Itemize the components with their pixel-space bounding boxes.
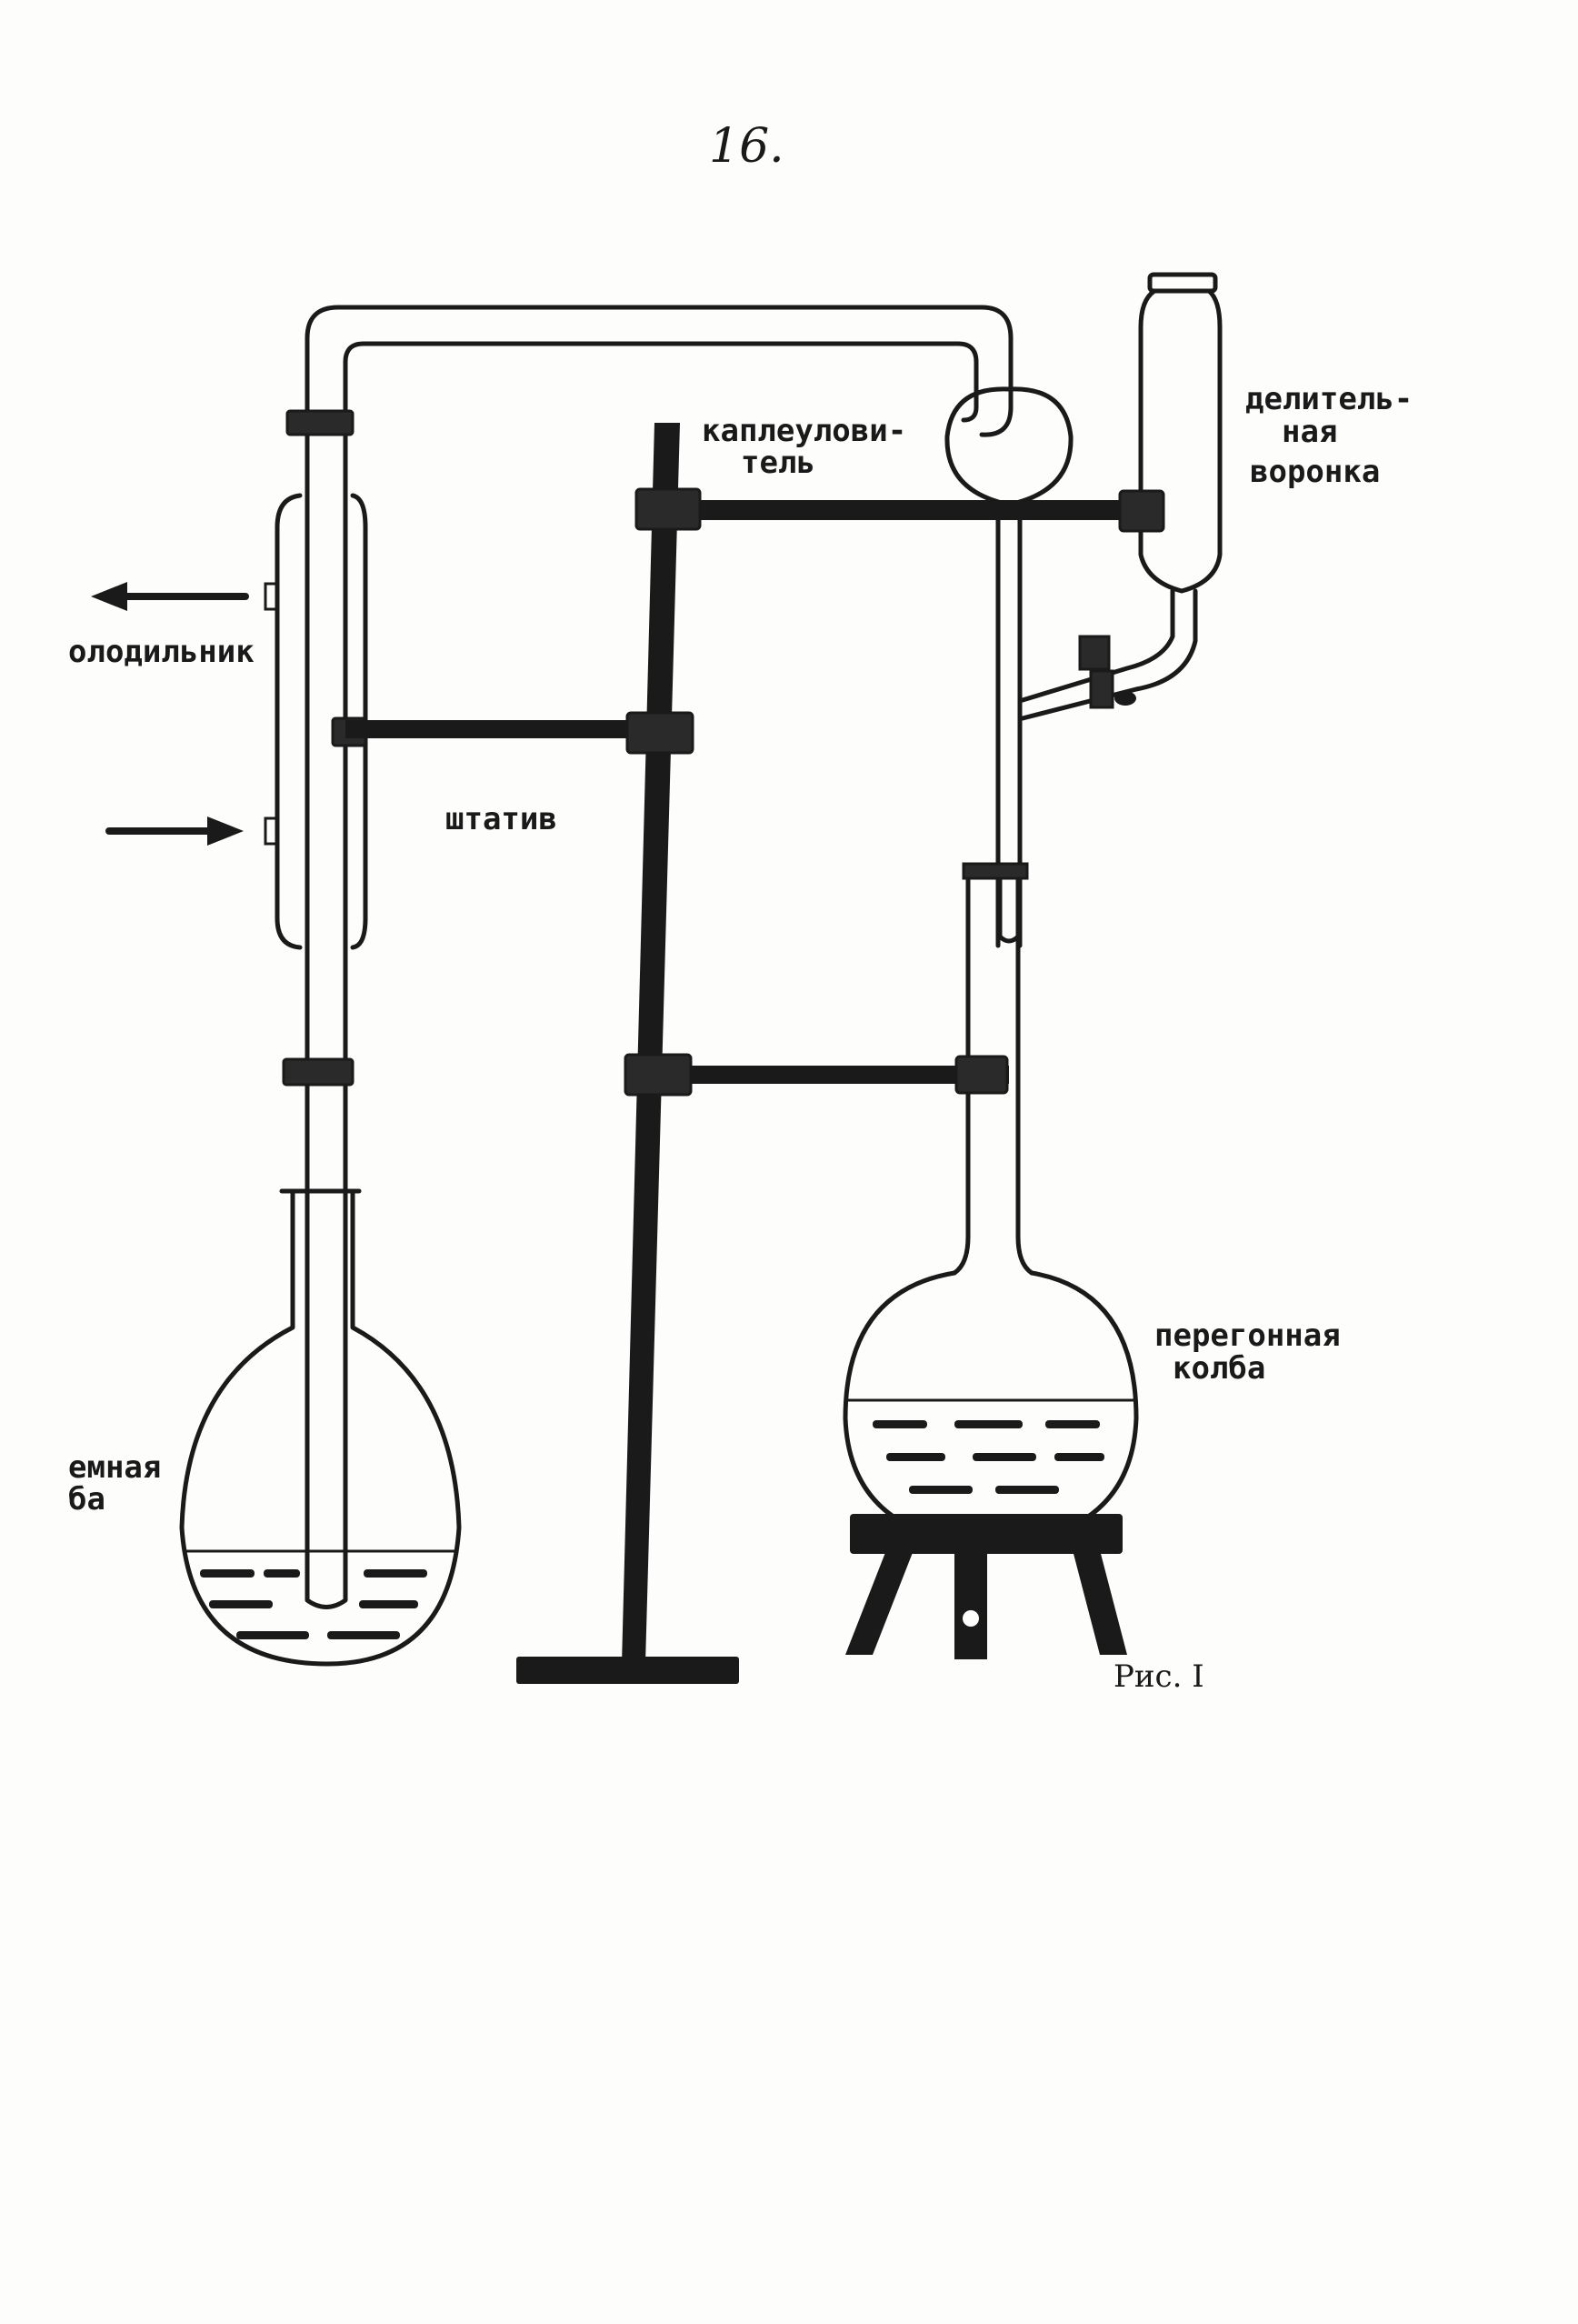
label-stand: штатив — [445, 801, 557, 837]
label-dist-flask-2: колба — [1173, 1350, 1265, 1387]
distillation-flask — [843, 1270, 1139, 1548]
connecting-tube — [305, 305, 1014, 512]
label-receiver-1: емная — [68, 1449, 161, 1486]
label-funnel-3: воронка — [1250, 454, 1380, 490]
label-receiver-2: ба — [68, 1481, 105, 1518]
condenser — [91, 409, 368, 1212]
label-drop-catcher-1: каплеулови- — [702, 413, 906, 449]
receiver-flask — [179, 1188, 462, 1667]
distillation-column — [952, 502, 1034, 1276]
lab-stand — [345, 423, 1165, 1684]
separatory-funnel — [1020, 272, 1223, 721]
label-condenser: олодильник — [68, 634, 255, 670]
label-funnel-2: ная — [1282, 414, 1337, 450]
receiver-liquid-strokes — [200, 1569, 427, 1639]
label-drop-catcher-2: тель — [741, 445, 815, 481]
drop-catcher-bulb — [944, 386, 1074, 507]
label-funnel-1: делитель- — [1245, 381, 1413, 417]
figure-caption: Рис. I — [1114, 1658, 1204, 1695]
label-dist-flask-1: перегонная — [1154, 1317, 1341, 1354]
page-number: 16. — [709, 119, 784, 174]
liquid-strokes — [873, 1420, 1104, 1525]
tripod-stand — [845, 1514, 1127, 1659]
